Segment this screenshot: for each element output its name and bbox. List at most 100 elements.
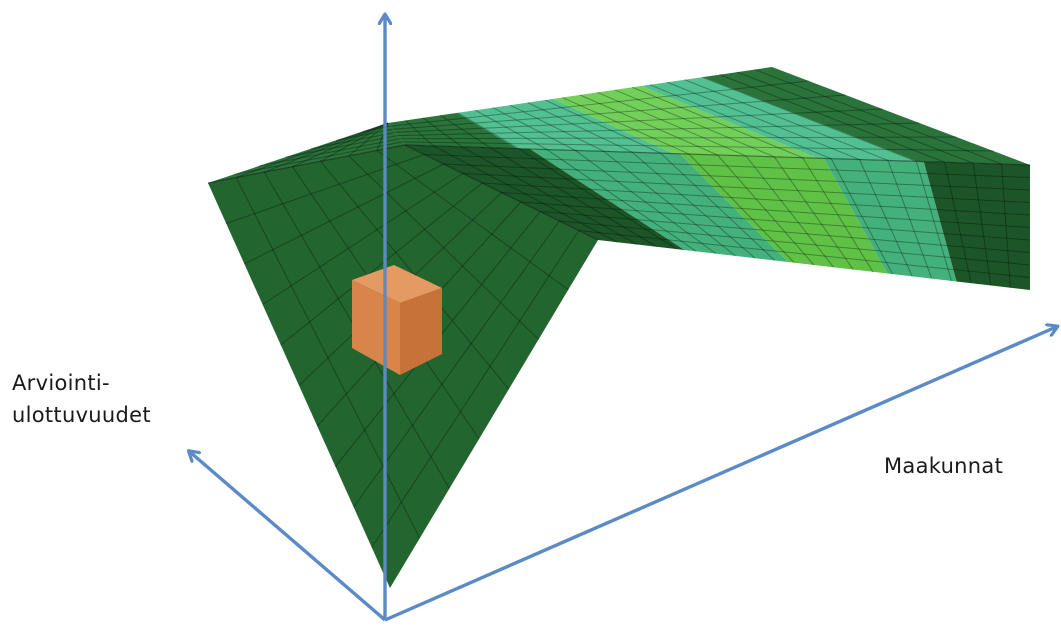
grid-line — [489, 147, 658, 248]
grid-line — [443, 163, 1031, 191]
side-face-band-1 — [405, 145, 685, 250]
side-face-band-4 — [823, 158, 957, 282]
edge — [207, 144, 406, 184]
grid-line — [402, 141, 994, 152]
grid-line — [424, 154, 1031, 178]
grid-line — [518, 148, 677, 250]
grid-line — [226, 154, 425, 224]
grid-line — [578, 230, 1031, 278]
top-face-band-4 — [641, 77, 918, 162]
grid-line — [285, 135, 398, 158]
grid-line — [371, 230, 580, 548]
grid-line — [376, 150, 569, 291]
evaluation-dimensions-label-line1: Arviointi- — [12, 371, 110, 395]
grid-line — [802, 157, 874, 273]
grid-line — [667, 81, 860, 161]
top-face-band-2 — [457, 98, 674, 154]
grid-line — [310, 131, 396, 150]
grid-line — [887, 160, 933, 279]
grid-line — [579, 94, 718, 156]
grid-line — [433, 145, 618, 243]
grid-line — [509, 104, 605, 152]
highlight-cube-top — [352, 265, 442, 303]
grid-line — [649, 84, 832, 160]
grid-line — [405, 120, 434, 147]
highlight-cell — [352, 265, 442, 375]
highlight-cube-front — [352, 280, 400, 375]
grid-line — [754, 69, 1002, 165]
grid-line — [235, 122, 389, 179]
grid-line — [264, 122, 389, 173]
evaluation-dimensions-label-line2: ulottuvuudet — [12, 403, 151, 427]
grid-line — [614, 89, 775, 158]
grid-line — [859, 159, 913, 277]
grid-line — [688, 153, 795, 264]
grid-line — [397, 122, 920, 137]
grid-line — [292, 122, 389, 168]
grid-line — [353, 220, 560, 508]
grid-line — [719, 74, 945, 163]
grid-line — [540, 211, 1031, 253]
side-face-band-2 — [530, 149, 789, 262]
grid-line — [546, 149, 697, 252]
grid-line — [392, 94, 846, 130]
grid-line — [745, 155, 835, 268]
grid-line — [280, 182, 483, 346]
grid-line — [944, 162, 972, 284]
grid-line — [235, 177, 421, 539]
grid-line — [320, 122, 389, 162]
grid-line — [259, 138, 401, 167]
side-face-band-3 — [680, 153, 888, 274]
grid-line — [1001, 164, 1011, 288]
grid-line — [400, 136, 957, 140]
grid-line — [348, 155, 539, 340]
grid-line — [631, 151, 756, 259]
regions-axis-label: Maakunnat — [884, 454, 1004, 478]
grid-line — [701, 76, 917, 162]
top-face-left — [208, 123, 405, 183]
grid-line — [684, 79, 889, 161]
grid-line — [461, 146, 638, 245]
grid-line — [462, 173, 1031, 203]
top-face-band-1 — [388, 112, 518, 149]
grid-line — [457, 112, 519, 150]
grid-line — [390, 80, 809, 127]
grid-line — [660, 152, 776, 261]
grid-line — [544, 99, 661, 154]
grid-line — [736, 71, 974, 164]
edge — [404, 144, 1031, 166]
grid-line — [562, 97, 690, 155]
side-face-band-5 — [923, 161, 1030, 290]
grid-line — [915, 161, 952, 282]
grid-line — [233, 141, 403, 175]
grid-line — [632, 86, 803, 159]
grid-line — [527, 102, 633, 153]
regions-axis-arrow — [384, 327, 1056, 622]
grid-line — [482, 182, 1031, 216]
grid-line — [475, 109, 548, 150]
grid-line — [575, 150, 717, 255]
grid-line — [395, 108, 883, 133]
grid-line — [244, 163, 444, 265]
edge — [404, 144, 599, 241]
grid-line — [422, 117, 463, 148]
grid-line — [492, 107, 576, 151]
grid-line — [972, 163, 992, 286]
axes — [190, 16, 1056, 622]
highlight-cube-side — [400, 288, 442, 375]
grid-line — [440, 114, 491, 149]
cube — [207, 67, 1031, 588]
dimensions-axis-arrow — [190, 452, 387, 622]
grid-line — [773, 156, 854, 270]
grid-line — [830, 158, 893, 275]
grid-line — [597, 91, 747, 157]
grid-line — [559, 220, 1031, 266]
grid-line — [603, 150, 736, 257]
grid-line — [348, 122, 389, 157]
top-face-band-5 — [702, 67, 1030, 165]
top-face-band-3 — [553, 86, 818, 159]
grid-line — [262, 173, 464, 305]
grid-line — [520, 201, 1031, 241]
grid-line — [501, 192, 1031, 228]
